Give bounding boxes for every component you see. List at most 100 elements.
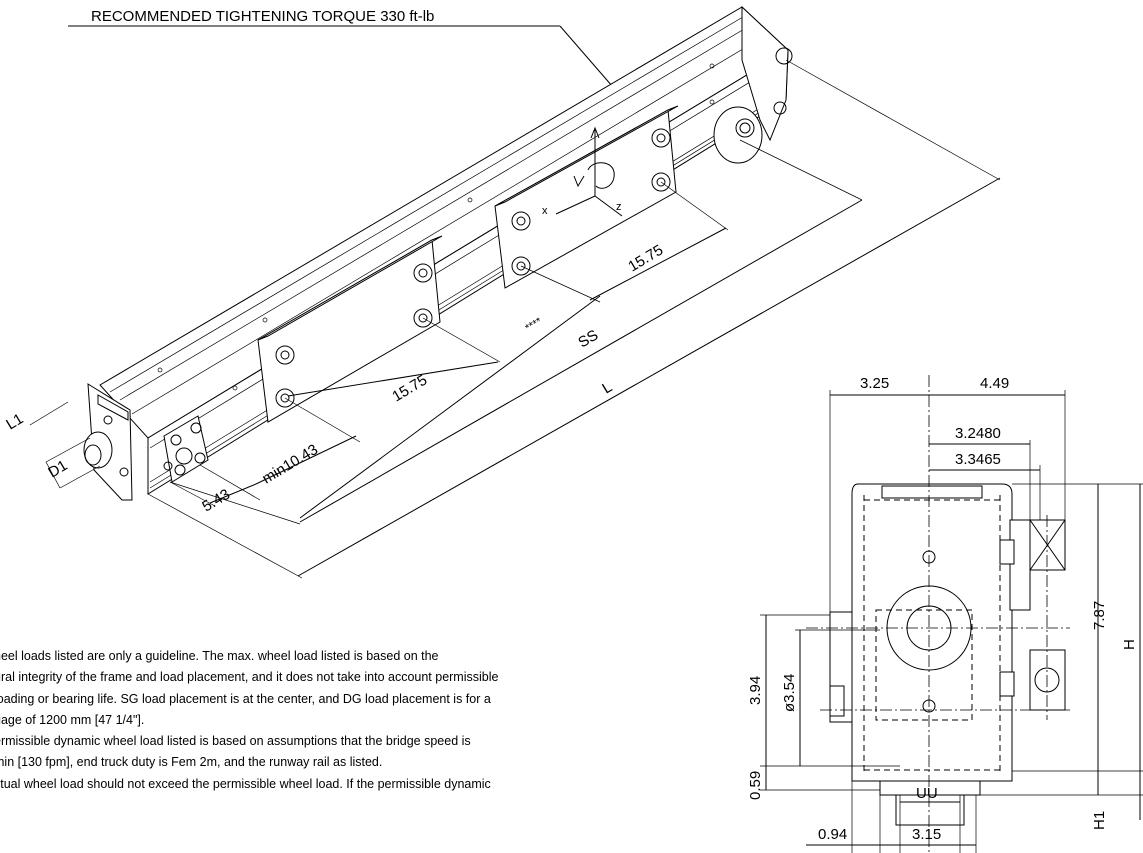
beam-bottom-edge	[149, 95, 787, 489]
axis-x	[555, 195, 596, 215]
ext-line	[169, 481, 301, 525]
ext-line	[199, 464, 261, 501]
bumper-face	[84, 444, 102, 466]
hidden-wheel	[875, 609, 973, 721]
ext-line	[739, 139, 863, 201]
dim-line-l1	[29, 401, 69, 426]
mount-bolt	[194, 452, 206, 464]
axis-arrowhead	[590, 126, 600, 139]
beam-top-edge-1	[109, 13, 749, 393]
ext-line	[59, 465, 101, 489]
mount-bolt	[190, 422, 202, 434]
connection-plate-left	[257, 235, 443, 423]
beam-right-end	[741, 5, 789, 142]
dim-0-94: 0.94	[818, 826, 847, 843]
connection-plate-right: x z	[494, 105, 679, 289]
dim-h: H	[1121, 639, 1138, 650]
hole	[232, 385, 238, 391]
plate-top-edge	[494, 105, 679, 207]
dim-3-25: 3.25	[860, 375, 889, 392]
dim-ss: SS	[575, 327, 601, 352]
dim-line-15-75-left	[287, 361, 499, 397]
note-line: loading or bearing life. SG load placeme…	[0, 691, 491, 706]
rail-web	[895, 794, 965, 826]
dim-3-15: 3.15	[912, 826, 941, 843]
dim-line-min10-43	[255, 435, 357, 485]
small-bracket	[999, 539, 1015, 565]
right-end-bolt	[775, 47, 793, 65]
beam-side-edge-2	[149, 91, 787, 483]
dim-min10-43: min10.43	[259, 441, 321, 487]
right-end-bolt-lower	[773, 101, 787, 115]
dim-line-ss	[299, 295, 601, 519]
plate-bolt	[413, 263, 433, 283]
note-line: heel loads listed are only a guideline. …	[0, 649, 439, 663]
dim-gap-note: ****	[523, 315, 544, 334]
hole	[262, 317, 268, 323]
torque-callout-text: RECOMMENDED TIGHTENING TORQUE 330 ft-lb	[91, 8, 434, 25]
dim-line-l	[297, 177, 1001, 577]
dim-l1: L1	[3, 410, 26, 433]
dim-5-43: 5.43	[199, 486, 233, 516]
axis-z	[594, 195, 623, 217]
beam-side-face	[147, 49, 789, 495]
mount-bolt	[174, 464, 186, 476]
plate-top-edge	[257, 235, 443, 341]
beam-top-face	[99, 6, 789, 439]
hole	[709, 63, 715, 69]
mount-bolt	[163, 461, 173, 471]
dim-line-inner	[299, 199, 863, 523]
dim-line-5-43	[209, 483, 257, 504]
nut-cross	[1029, 519, 1066, 571]
top-slot	[881, 485, 983, 499]
ext-line	[169, 481, 216, 507]
end-plate-hole	[119, 467, 129, 477]
dim-l: L	[599, 379, 615, 398]
ext-line	[422, 317, 501, 363]
right-plate	[1009, 519, 1031, 611]
left-end-plate	[83, 383, 209, 501]
dim-7-87: 7.87	[1091, 601, 1108, 630]
beam-top-edge-3	[131, 33, 769, 415]
small-bracket	[999, 671, 1015, 697]
dim-3-3465: 3.3465	[955, 451, 1001, 468]
dim-h1: H1	[1091, 811, 1108, 830]
hole	[157, 367, 163, 373]
beam-top-edge-2	[119, 21, 757, 401]
end-truck-isometric: x z 5.43 min10.43 15.75	[3, 5, 1001, 579]
iso-dimensions: 5.43 min10.43 15.75 SS **** 15.75 L L1	[3, 59, 1001, 579]
wheel-hub-inner	[739, 122, 751, 134]
dim-3-94: 3.94	[747, 676, 764, 705]
notes-block: heel loads listed are only a guideline. …	[0, 646, 724, 795]
dim-3-2480: 3.2480	[955, 425, 1001, 442]
ext-line	[520, 265, 601, 303]
axis-z-label: z	[616, 201, 622, 213]
rotation-arrowhead	[573, 175, 585, 188]
dim-line-d1	[45, 461, 61, 489]
hole	[709, 99, 715, 105]
axis-x-label: x	[542, 205, 548, 217]
dim-d3-54: ø3.54	[781, 674, 798, 712]
note-line: ermissible dynamic wheel load listed is …	[0, 734, 471, 749]
dim-uu: UU	[916, 785, 938, 802]
mount-bore	[175, 447, 193, 465]
rotation-arrow	[587, 162, 615, 189]
ext-line	[660, 181, 729, 231]
torque-callout: RECOMMENDED TIGHTENING TORQUE 330 ft-lb	[68, 8, 653, 133]
plate-bolt	[275, 345, 295, 365]
wheel-hub-outer	[735, 118, 755, 138]
ext-line	[147, 493, 303, 579]
hole	[467, 197, 473, 203]
note-line: min [130 fpm], end truck duty is Fem 2m,…	[0, 755, 383, 770]
ext-line	[284, 397, 361, 443]
bumper	[83, 431, 113, 469]
ext-line	[785, 59, 1001, 181]
dim-4-49: 4.49	[980, 375, 1009, 392]
hidden-frame	[863, 495, 1001, 775]
beam-side-edge-1	[149, 59, 787, 449]
wheel-right	[713, 106, 763, 164]
note-line: ctual wheel load should not exceed the p…	[0, 776, 491, 791]
plate-bolt	[511, 211, 531, 231]
mount-bolt	[170, 434, 182, 446]
